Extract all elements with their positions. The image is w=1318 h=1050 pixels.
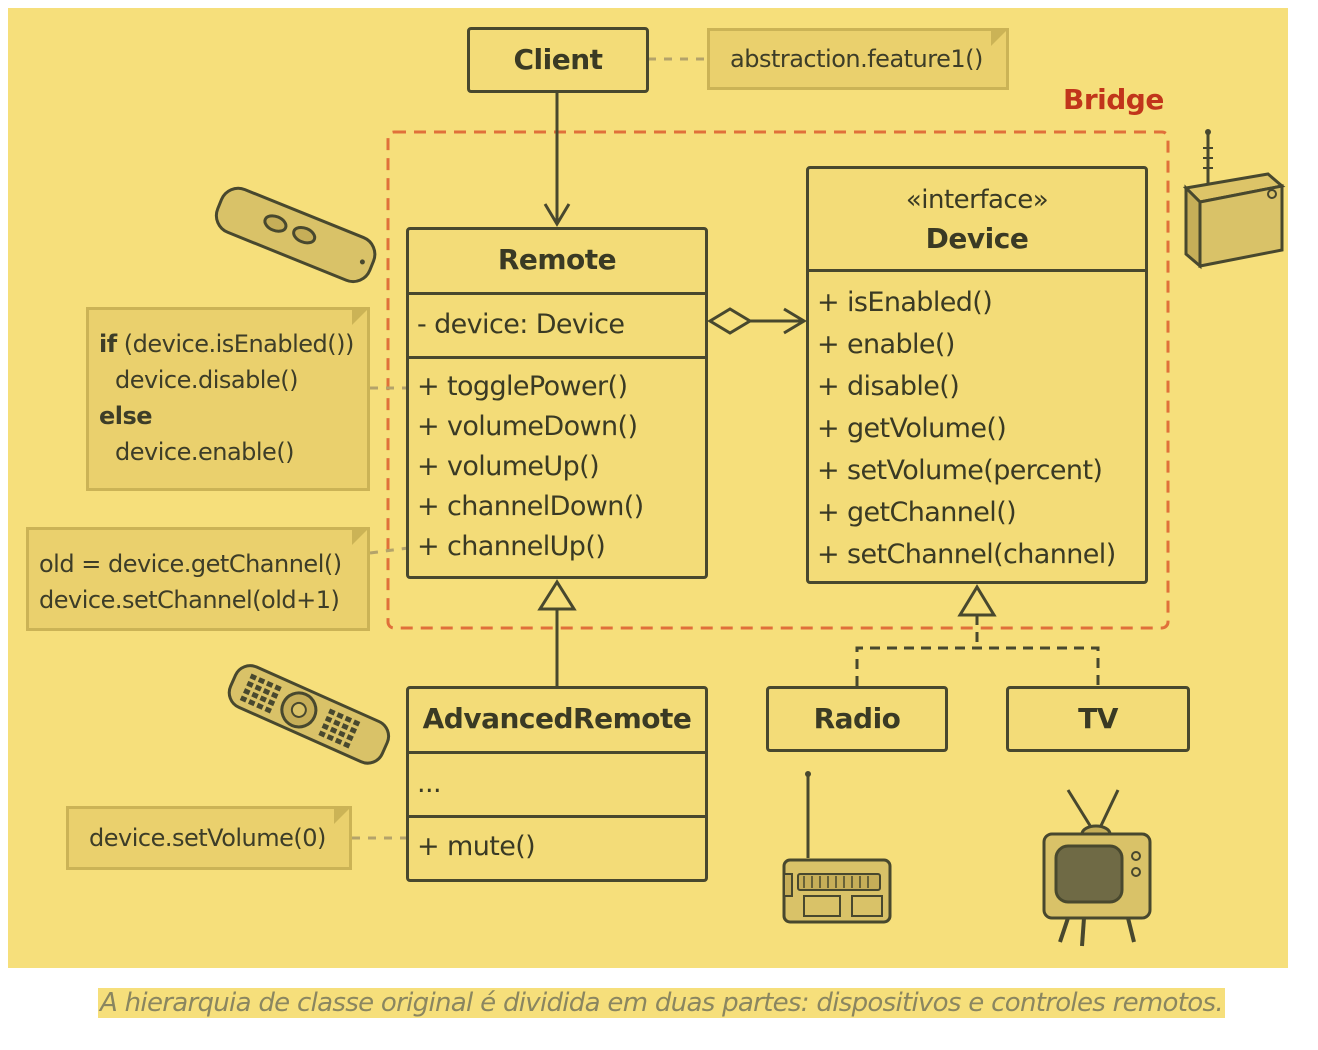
channel-up-note: old = device.getChannel() device.setChan… xyxy=(26,527,370,631)
device-title: Device xyxy=(925,222,1029,255)
note-fold xyxy=(352,307,370,325)
device-stereotype: «interface» xyxy=(905,185,1049,215)
tv-class-title: TV xyxy=(1078,702,1118,735)
mute-note: device.setVolume(0) xyxy=(66,806,352,870)
device-interface: «interface» Device + isEnabled() + enabl… xyxy=(806,166,1148,584)
radio-class-title: Radio xyxy=(813,702,901,735)
toggle-note-line-2: device.disable() xyxy=(115,366,298,394)
device-method: + disable() xyxy=(817,371,960,402)
advanced-remote-field: ... xyxy=(417,768,442,799)
tv-class: TV xyxy=(1006,686,1190,752)
realization-triangle xyxy=(957,584,997,617)
remote-method: + channelDown() xyxy=(417,491,644,522)
vintage-tv-illustration xyxy=(1042,789,1152,947)
advanced-remote-title: AdvancedRemote xyxy=(422,702,692,735)
device-method: + setChannel(channel) xyxy=(817,539,1116,570)
aggregation-arrowhead xyxy=(783,307,807,335)
note-fold xyxy=(352,527,370,545)
realization-lines xyxy=(855,646,1100,686)
mute-note-text: device.setVolume(0) xyxy=(89,824,326,852)
simple-remote-illustration xyxy=(214,186,377,284)
device-method: + enable() xyxy=(817,329,955,360)
remote-methods: + togglePower() + volumeDown() + volumeU… xyxy=(409,356,705,567)
vintage-radio-illustration xyxy=(782,771,892,924)
note-keyword-if: if xyxy=(99,330,117,358)
client-note-text: abstraction.feature1() xyxy=(730,45,983,73)
client-class: Client xyxy=(467,27,649,93)
device-method: + getVolume() xyxy=(817,413,1007,444)
toggle-note-line-4: device.enable() xyxy=(115,438,295,466)
remote-method: + channelUp() xyxy=(417,531,606,562)
diagram-canvas: Client abstraction.feature1() Bridge Rem… xyxy=(8,8,1288,968)
remote-fields: - device: Device xyxy=(409,292,705,356)
inheritance-triangle xyxy=(537,579,577,611)
remote-method: + volumeUp() xyxy=(417,451,600,482)
device-methods: + isEnabled() + enable() + disable() + g… xyxy=(809,269,1145,576)
bridge-boundary xyxy=(386,130,1170,630)
note-fold xyxy=(334,806,352,824)
diagram-connectors xyxy=(214,57,1286,947)
note-condition: (device.isEnabled()) xyxy=(116,330,355,358)
channel-note-line-1: old = device.getChannel() xyxy=(39,550,342,578)
radio-box-illustration xyxy=(1182,129,1286,270)
channel-note-line-2: device.setChannel(old+1) xyxy=(39,586,340,614)
remote-class-title: Remote xyxy=(497,243,617,276)
channel-note-connector xyxy=(369,546,409,555)
client-feature-note: abstraction.feature1() xyxy=(707,28,1009,90)
advanced-remote-methods: + mute() xyxy=(409,815,705,876)
toggle-note-line-1: if (device.isEnabled()) xyxy=(99,326,367,362)
advanced-remote-class: AdvancedRemote ... + mute() xyxy=(406,686,708,882)
remote-class: Remote - device: Device + togglePower() … xyxy=(406,227,708,579)
remote-method: + togglePower() xyxy=(417,371,628,402)
device-method: + getChannel() xyxy=(817,497,1017,528)
device-header: «interface» Device xyxy=(809,169,1145,269)
client-remote-arrowhead xyxy=(543,203,571,227)
note-keyword-else: else xyxy=(99,402,153,430)
device-method: + isEnabled() xyxy=(817,287,993,318)
toggle-note-line-3: else xyxy=(99,398,367,434)
client-class-title: Client xyxy=(513,43,603,76)
figure-caption: A hierarquia de classe original é dividi… xyxy=(98,988,1225,1018)
radio-class: Radio xyxy=(766,686,948,752)
device-method: + setVolume(percent) xyxy=(817,455,1103,486)
advanced-remote-fields: ... xyxy=(409,751,705,815)
toggle-power-note: if (device.isEnabled()) device.disable()… xyxy=(86,307,370,491)
aggregation-diamond xyxy=(707,307,753,335)
remote-field: - device: Device xyxy=(417,309,625,340)
bridge-label: Bridge xyxy=(1063,83,1164,116)
note-fold xyxy=(991,28,1009,46)
advanced-remote-illustration xyxy=(227,664,391,765)
remote-method: + volumeDown() xyxy=(417,411,638,442)
advanced-remote-method: + mute() xyxy=(417,831,536,862)
